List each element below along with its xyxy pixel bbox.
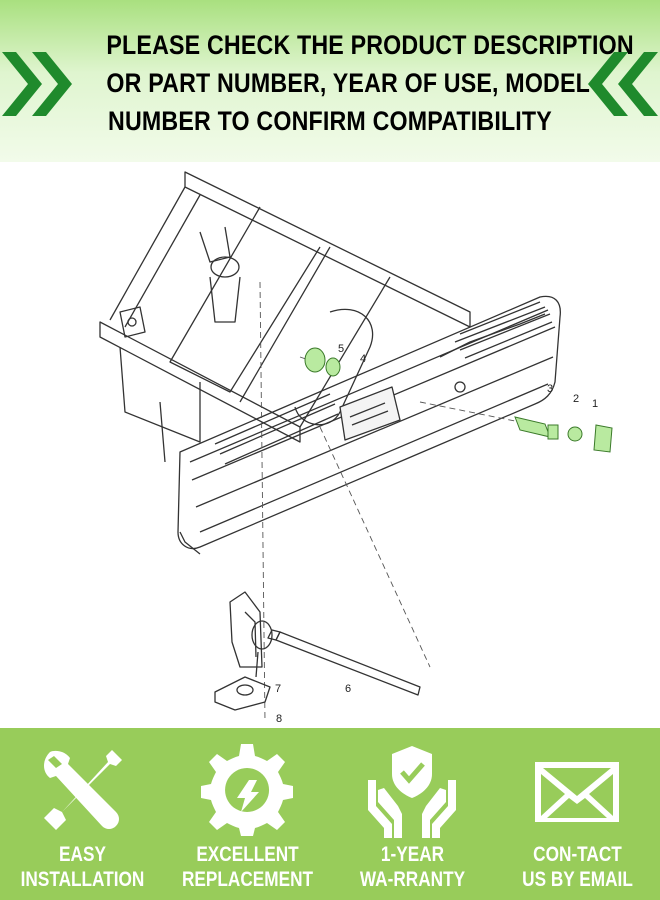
spare-tire-hoist xyxy=(214,591,273,711)
feature-label: CON-TACT US BY EMAIL xyxy=(510,842,645,892)
feature-label-line-2: WA-RRANTY xyxy=(359,868,466,891)
feature-label: EXCELLENT REPLACEMENT xyxy=(180,842,315,892)
notice-line-3: NUMBER TO CONFIRM COMPATIBILITY xyxy=(108,106,552,136)
feature-contact-email[interactable]: CON-TACT US BY EMAIL xyxy=(495,728,660,900)
bumper-exploded-diagram: 1 2 3 4 5 6 7 8 xyxy=(99,171,613,725)
feature-label-line-2: INSTALLATION xyxy=(20,868,145,891)
top-banner: PLEASE CHECK THE PRODUCT DESCRIPTION OR … xyxy=(0,0,660,162)
feature-easy-installation: EASY INSTALLATION xyxy=(0,728,165,900)
frame-rails xyxy=(99,171,471,463)
highlighted-parts xyxy=(304,347,613,453)
double-chevron-right-icon xyxy=(2,52,72,116)
shield-hands-icon xyxy=(368,746,456,838)
feature-label-line-1: 1-YEAR xyxy=(380,843,445,866)
callout-8: 8 xyxy=(276,713,282,725)
double-chevron-left-icon xyxy=(588,52,658,116)
callout-2: 2 xyxy=(573,393,579,405)
notice-line-2: OR PART NUMBER, YEAR OF USE, MODEL xyxy=(106,68,591,98)
feature-warranty: 1-YEAR WA-RRANTY xyxy=(330,728,495,900)
feature-label-line-1: CON-TACT xyxy=(533,843,622,866)
leader-lines xyxy=(259,281,521,723)
feature-label: EASY INSTALLATION xyxy=(15,842,150,892)
feature-excellent-replacement: EXCELLENT REPLACEMENT xyxy=(165,728,330,900)
callout-5: 5 xyxy=(338,343,344,355)
feature-label: 1-YEAR WA-RRANTY xyxy=(345,842,480,892)
gear-icon xyxy=(201,744,293,836)
feature-label-line-1: EXCELLENT xyxy=(196,843,299,866)
feature-label-line-2: REPLACEMENT xyxy=(181,868,314,891)
callout-6: 6 xyxy=(345,683,351,695)
feature-label-line-2: US BY EMAIL xyxy=(522,868,633,891)
compatibility-notice: PLEASE CHECK THE PRODUCT DESCRIPTION OR … xyxy=(106,26,634,140)
callout-1: 1 xyxy=(592,398,598,410)
rear-step-bumper xyxy=(177,295,561,555)
notice-line-1: PLEASE CHECK THE PRODUCT DESCRIPTION xyxy=(106,30,634,60)
hoist-shaft xyxy=(267,629,421,696)
wrench-screwdriver-icon xyxy=(44,750,122,830)
callout-7: 7 xyxy=(275,683,281,695)
callout-numbers: 1 2 3 4 5 6 7 8 xyxy=(275,343,598,725)
feature-label-line-1: EASY xyxy=(59,843,106,866)
features-band: EASY INSTALLATION EXCELLENT REPLACEMENT xyxy=(0,728,660,900)
callout-4: 4 xyxy=(360,353,366,365)
callout-3: 3 xyxy=(547,383,553,395)
envelope-icon xyxy=(535,762,619,822)
